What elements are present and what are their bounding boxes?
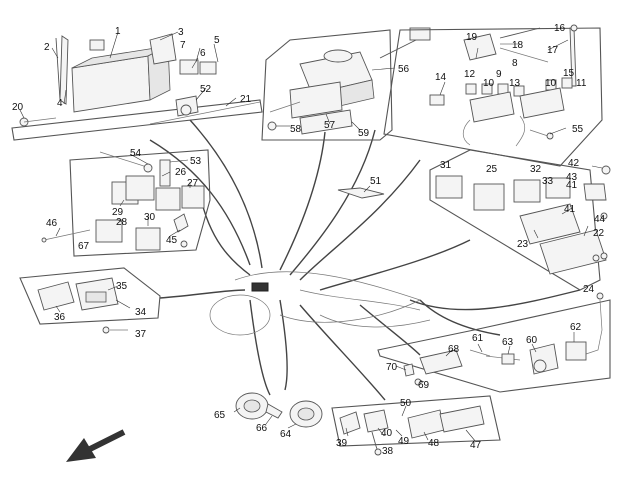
callout-6: 6 — [200, 48, 206, 59]
callout-18: 18 — [512, 40, 524, 51]
callout-21: 21 — [240, 94, 252, 105]
callout-30: 30 — [144, 212, 156, 223]
callout-9: 9 — [496, 69, 502, 80]
callout-70: 70 — [386, 362, 398, 373]
callout-8: 8 — [512, 58, 518, 69]
callout-37: 37 — [135, 329, 147, 340]
battery-group — [11, 31, 263, 141]
sensor-lead-group — [41, 227, 91, 243]
callout-51: 51 — [370, 176, 382, 187]
callout-43: 43 — [566, 172, 578, 183]
callout-41a: 41 — [566, 180, 578, 191]
callout-60: 60 — [526, 335, 538, 346]
callout-13: 13 — [509, 78, 521, 89]
callout-24: 24 — [583, 284, 595, 295]
callout-7: 7 — [180, 40, 186, 51]
callout-53: 53 — [190, 156, 202, 167]
callout-57: 57 — [324, 120, 336, 131]
callout-23: 23 — [517, 239, 529, 250]
callout-68: 68 — [448, 344, 460, 355]
callout-62: 62 — [570, 322, 582, 333]
sensor-group — [377, 292, 611, 393]
callout-15: 15 — [563, 68, 575, 79]
callout-32: 32 — [530, 164, 542, 175]
callout-10a: 10 — [483, 78, 495, 89]
callout-31: 31 — [440, 160, 452, 171]
callout-67: 67 — [78, 241, 90, 252]
callout-42: 42 — [568, 158, 580, 169]
callout-66: 66 — [256, 423, 268, 434]
callout-65: 65 — [214, 410, 226, 421]
callout-47: 47 — [470, 440, 482, 451]
callout-27: 27 — [187, 178, 199, 189]
callout-19: 19 — [466, 32, 478, 43]
callout-25: 25 — [486, 164, 498, 175]
callout-3: 3 — [178, 27, 184, 38]
horn-group — [233, 392, 323, 429]
connector-group — [395, 349, 463, 386]
callout-58: 58 — [290, 124, 302, 135]
callout-1: 1 — [115, 26, 121, 37]
callout-16: 16 — [554, 23, 566, 34]
callout-38: 38 — [382, 446, 394, 457]
callout-33: 33 — [542, 176, 554, 187]
front-direction-arrow-icon — [66, 429, 126, 462]
callout-41b: 41 — [564, 204, 576, 215]
callout-5: 5 — [214, 35, 220, 46]
callout-54: 54 — [130, 148, 142, 159]
control-unit-group — [261, 27, 431, 141]
callout-4: 4 — [57, 98, 63, 109]
callout-12: 12 — [464, 69, 476, 80]
callout-44: 44 — [594, 214, 606, 225]
callout-numbers: 1 2 3 4 5 6 7 8 9 10 10 11 12 13 14 15 1… — [12, 23, 606, 457]
callout-46: 46 — [46, 218, 58, 229]
callout-2: 2 — [44, 42, 50, 53]
callout-52: 52 — [200, 84, 212, 95]
callout-10b: 10 — [545, 78, 557, 89]
switch-group — [19, 267, 161, 334]
callout-56: 56 — [398, 64, 410, 75]
callout-14: 14 — [435, 72, 447, 83]
callout-34: 34 — [135, 307, 147, 318]
callout-28: 28 — [116, 217, 128, 228]
main-wiring-harness — [149, 119, 581, 401]
callout-48: 48 — [428, 438, 440, 449]
sensor-bracket-group — [331, 395, 501, 456]
callout-45: 45 — [166, 235, 178, 246]
callout-61: 61 — [472, 333, 484, 344]
callout-35: 35 — [116, 281, 128, 292]
callout-17: 17 — [547, 45, 559, 56]
callout-36: 36 — [54, 312, 66, 323]
callout-59: 59 — [358, 128, 370, 139]
bracket-group — [337, 185, 385, 199]
callout-69: 69 — [418, 380, 430, 391]
relay-group — [383, 24, 603, 167]
fuse-relay-group — [69, 149, 211, 257]
callout-20: 20 — [12, 102, 24, 113]
callout-55: 55 — [572, 124, 584, 135]
callout-40: 40 — [381, 428, 393, 439]
callout-39: 39 — [336, 438, 348, 449]
callout-63: 63 — [502, 337, 514, 348]
control-module-group — [429, 149, 611, 291]
callout-64: 64 — [280, 429, 292, 440]
callout-26: 26 — [175, 167, 187, 178]
callout-22: 22 — [593, 228, 605, 239]
callout-11: 11 — [576, 78, 587, 89]
callout-29: 29 — [112, 207, 124, 218]
callout-50: 50 — [400, 398, 412, 409]
callout-49: 49 — [398, 436, 410, 447]
